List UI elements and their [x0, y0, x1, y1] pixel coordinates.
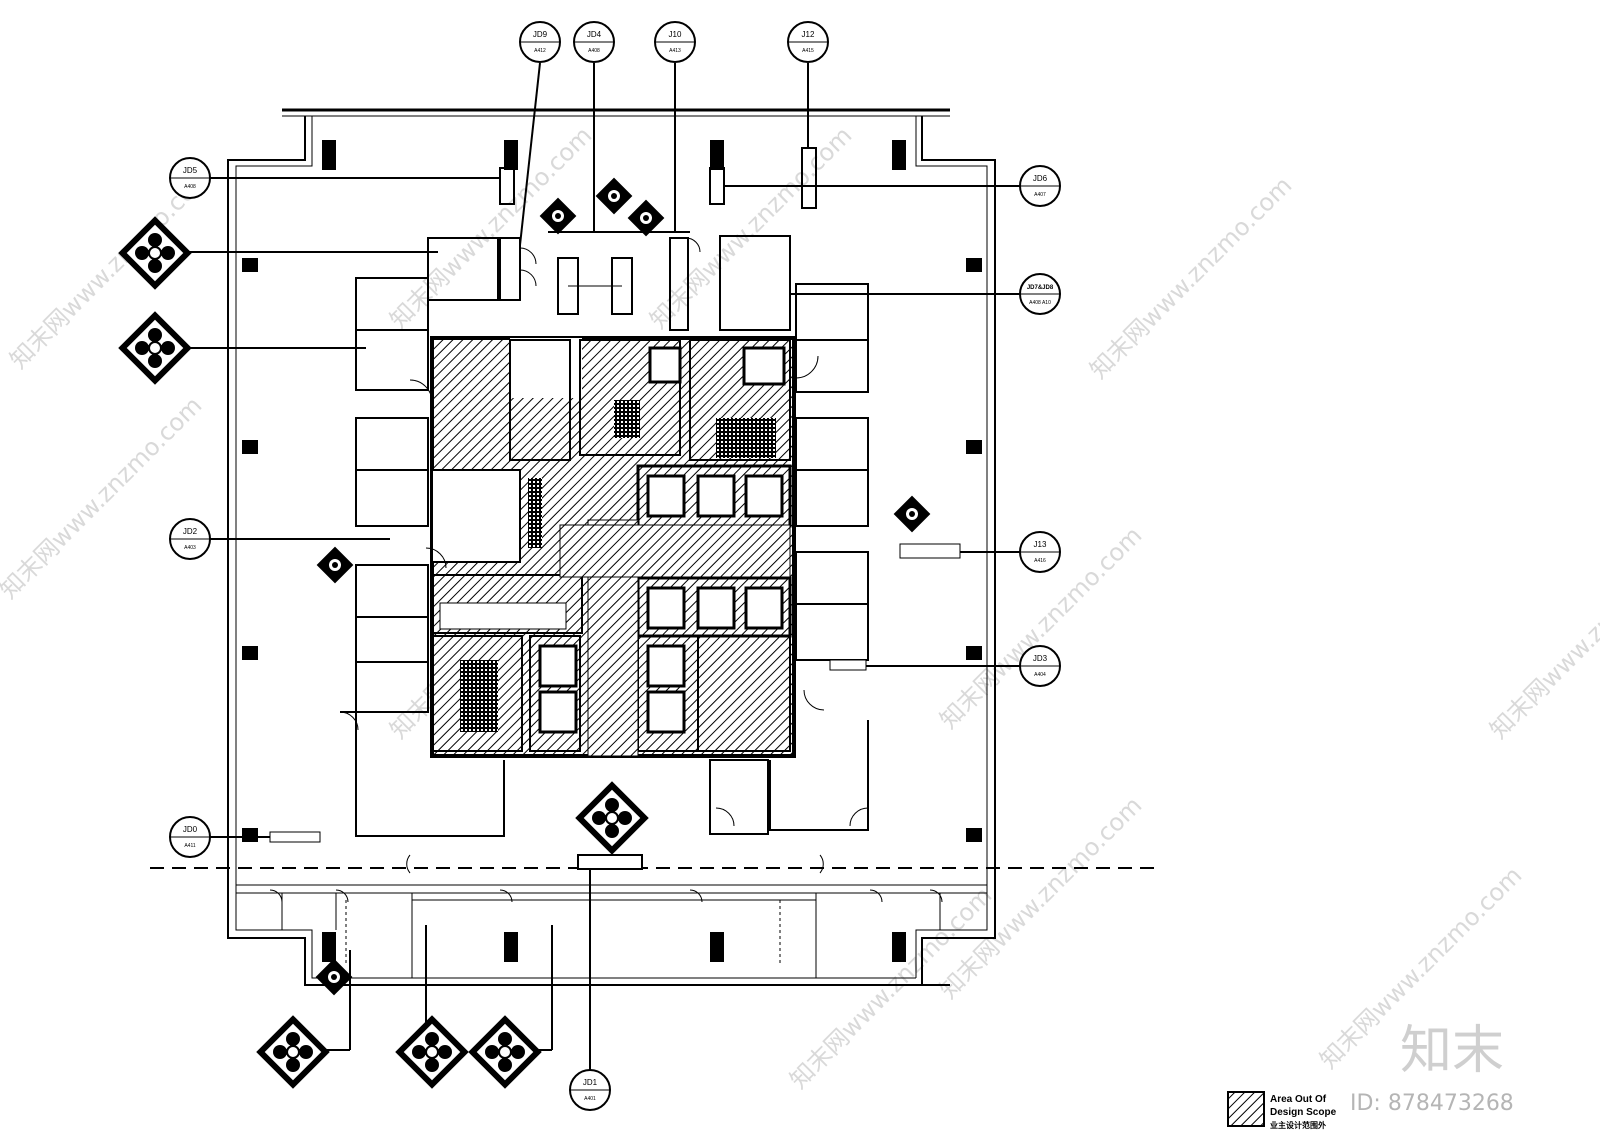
callout-number: JD2	[183, 527, 198, 536]
stairs	[439, 400, 776, 732]
watermark-text: 知末网www.znzmo.com	[1484, 531, 1600, 744]
callout-sheet: A416	[1034, 558, 1046, 564]
building-shell	[227, 108, 996, 986]
entry-area	[499, 147, 817, 331]
elevation-marker-icon	[394, 1014, 470, 1090]
watermark-logo: 知末	[1400, 1021, 1504, 1081]
callout-sheet: A412	[534, 48, 546, 54]
callout-sheet: A408 A10	[1029, 300, 1051, 306]
elevation-marker-small-icon	[595, 177, 633, 215]
elevation-marker-icon	[467, 1014, 543, 1090]
legend-label-3: 业主设计范围外	[1270, 1120, 1326, 1130]
callout-number: J13	[1034, 540, 1047, 549]
legend-label-1: Area Out Of	[1270, 1094, 1327, 1105]
section-callouts: JD9A412JD4A408J10A413J12A415JD5A408JD6A4…	[169, 21, 1061, 1111]
callout-number: JD0	[183, 825, 198, 834]
callout-number: J12	[802, 30, 815, 39]
elevation-marker-small-icon	[893, 495, 931, 533]
elevation-marker-small-icon	[315, 958, 353, 996]
callout-number: JD3	[1033, 654, 1048, 663]
elevation-marker-small-icon	[539, 197, 577, 235]
watermark-text: 知末网www.znzmo.com	[384, 121, 597, 334]
callout-sheet: A408	[588, 48, 600, 54]
watermark-id: ID: 878473268	[1350, 1091, 1514, 1116]
callout-sheet: A404	[1034, 672, 1046, 678]
callout-number: JD5	[183, 166, 198, 175]
callout-sheet: A403	[184, 545, 196, 551]
callout-sheet: A413	[669, 48, 681, 54]
callout-number: JD6	[1033, 174, 1048, 183]
watermark-text: 知末网www.znzmo.com	[0, 391, 207, 604]
watermark-text: 知末网www.znzmo.com	[1084, 171, 1297, 384]
elevation-marker-small-icon	[316, 546, 354, 584]
callout-sheet: A411	[184, 843, 196, 849]
legend-label-2: Design Scope	[1270, 1107, 1337, 1118]
callout-number: J10	[669, 30, 682, 39]
columns	[242, 140, 982, 962]
elevation-marker-icon	[574, 780, 650, 856]
callout-sheet: A407	[1034, 192, 1046, 198]
east-offices	[709, 235, 869, 835]
reception-desk	[577, 854, 643, 870]
callout-sheet: A415	[802, 48, 814, 54]
legend: Area Out Of Design Scope 业主设计范围外	[1227, 1091, 1337, 1130]
leader-lines	[180, 62, 1020, 1070]
legend-hatch-swatch	[1227, 1091, 1265, 1127]
callout-sheet: A408	[184, 184, 196, 190]
west-offices	[340, 237, 505, 837]
callout-number: JD7&JD8	[1027, 285, 1054, 291]
elevation-marker-icon	[117, 310, 193, 386]
callout-number: JD4	[587, 30, 602, 39]
elevation-marker-icon	[255, 1014, 331, 1090]
callout-number: JD1	[583, 1078, 598, 1087]
brand-watermark: 知末 ID: 878473268	[1350, 1021, 1514, 1116]
south-rooms	[281, 893, 941, 978]
elevators	[538, 346, 786, 734]
elevation-marker-icon	[117, 215, 193, 291]
elevation-marker-small-icon	[627, 199, 665, 237]
watermark-diagonal: 知末网www.znzmo.com 知末网www.znzmo.com 知末网www…	[0, 121, 1600, 1094]
watermark-text: 知末网www.znzmo.com	[644, 121, 857, 334]
callout-sheet: A401	[584, 1096, 596, 1102]
callout-number: JD9	[533, 30, 548, 39]
